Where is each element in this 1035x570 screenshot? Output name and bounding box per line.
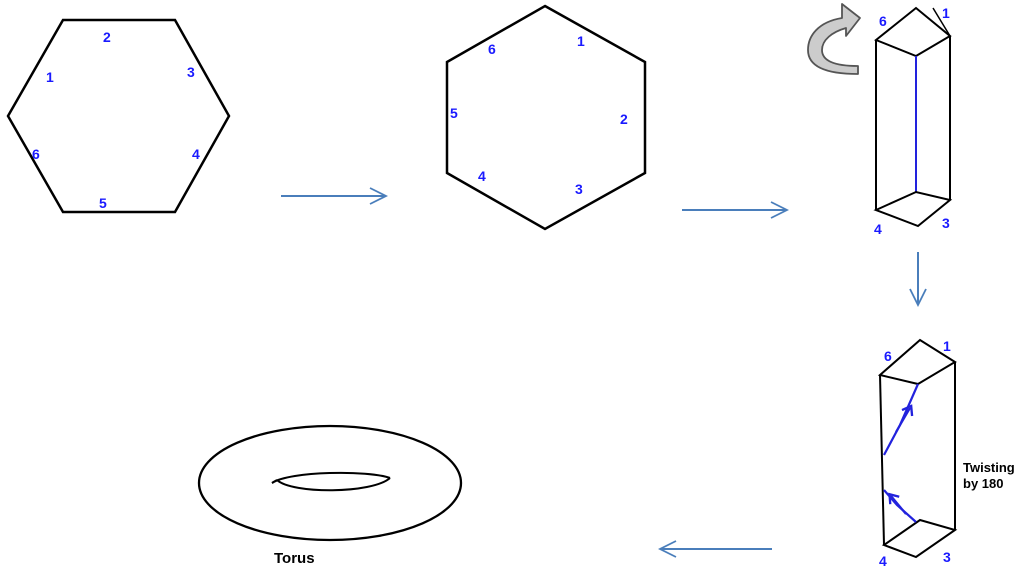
twisting-caption-line-1: Twisting: [963, 460, 1015, 475]
prism-1: 6 1 4 3: [873, 5, 953, 237]
prism-1-label-3: 3: [942, 215, 950, 231]
hexagon-2-label-6: 6: [488, 41, 496, 57]
prism-2-twist-path-upper: [883, 383, 920, 456]
prism-2-label-1: 1: [943, 338, 951, 354]
torus: Torus: [197, 424, 463, 567]
hexagon-1-label-1: 1: [46, 69, 54, 85]
prism-1-label-4: 4: [874, 221, 882, 237]
prism-2-label-6: 6: [884, 348, 892, 364]
hexagon-2-label-1: 1: [577, 33, 585, 49]
hexagon-2-label-4: 4: [478, 168, 486, 184]
torus-caption: Torus: [274, 550, 315, 567]
curved-rotate-arrow-icon: [807, 3, 861, 75]
hexagon-1-label-6: 6: [32, 146, 40, 162]
hexagon-2-label-3: 3: [575, 181, 583, 197]
prism-1-label-6: 6: [879, 13, 887, 29]
twisting-caption-line-2: by 180: [963, 476, 1003, 491]
torus-hole-upper: [271, 471, 391, 484]
hexagon-1-label-4: 4: [192, 146, 200, 162]
hexagon-2-label-5: 5: [450, 105, 458, 121]
prism-2-label-4: 4: [879, 553, 887, 569]
torus-outer: [197, 424, 463, 542]
hexagon-1: 1 2 3 4 5 6: [6, 18, 231, 214]
hexagon-1-label-3: 3: [187, 64, 195, 80]
hexagon-1-outline: [6, 18, 231, 214]
prism-1-label-1: 1: [942, 5, 950, 21]
hexagon-2-outline: [445, 4, 647, 231]
hexagon-1-label-5: 5: [99, 195, 107, 211]
hexagon-2-label-2: 2: [620, 111, 628, 127]
prism-2: 6 1 4 3 Twisting by 180: [877, 338, 1015, 569]
prism-2-label-3: 3: [943, 549, 951, 565]
hexagon-1-label-2: 2: [103, 29, 111, 45]
hexagon-2: 1 2 3 4 5 6: [445, 4, 647, 231]
torus-hole-lower: [276, 477, 391, 492]
